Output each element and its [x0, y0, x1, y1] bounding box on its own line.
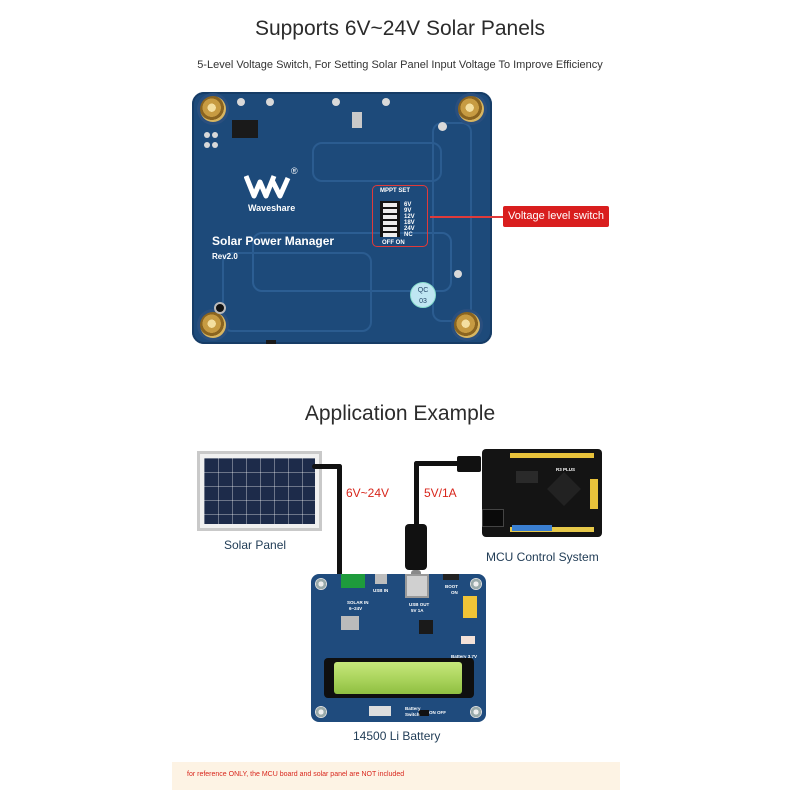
board2-usb-in: USB IN — [373, 588, 389, 593]
board2-battery-v: Battery 3.7V — [451, 654, 478, 659]
battery-holder-image — [324, 658, 474, 698]
qc-sticker: QC 03 — [410, 282, 436, 308]
mppt-level: 24V — [404, 226, 415, 232]
output-voltage-label: 5V/1A — [424, 486, 457, 500]
registered-mark: ® — [291, 166, 298, 176]
solar-power-manager-board-image: ® Waveshare Solar Power Manager Rev2.0 M… — [192, 92, 492, 344]
disclaimer-text: for reference ONLY, the MCU board and so… — [187, 771, 405, 778]
mount-screw-icon — [200, 96, 226, 122]
brand-label: Waveshare — [248, 203, 296, 213]
power-manager-board-image: SOLAR IN 6~24V USB IN USB OUT 5V 1A BOOT… — [311, 574, 486, 722]
mount-screw-icon — [454, 312, 480, 338]
mcu-board-image: R3 PLUS — [482, 449, 602, 537]
revision-label: Rev2.0 — [212, 252, 238, 261]
dip-switch — [380, 201, 400, 237]
section-title-application: Application Example — [304, 402, 496, 425]
board2-solar-in: SOLAR IN — [347, 600, 369, 605]
mppt-footer: OFF ON — [382, 240, 405, 246]
board2-switch: Switch — [405, 712, 420, 717]
mppt-level: 18V — [404, 220, 415, 226]
mcu-board-label: R3 PLUS — [556, 467, 576, 472]
qc-number: 03 — [419, 298, 427, 305]
battery-caption: 14500 Li Battery — [353, 729, 441, 743]
mppt-title: MPPT SET — [380, 188, 411, 194]
mcu-caption: MCU Control System — [486, 550, 599, 564]
qc-label: QC — [417, 287, 429, 294]
solar-panel-caption: Solar Panel — [224, 538, 287, 552]
board2-on: ON — [451, 590, 458, 595]
waveshare-logo-icon — [244, 175, 291, 199]
board2-solar-range: 6~24V — [349, 606, 363, 611]
mount-screw-icon — [458, 96, 484, 122]
mppt-highlight-box — [372, 185, 428, 247]
product-label: Solar Power Manager — [212, 234, 335, 248]
board2-usb-out-rating: 5V 1A — [411, 608, 424, 613]
section-subtitle-solar: 5-Level Voltage Switch, For Setting Sola… — [197, 59, 603, 71]
disclaimer-note: for reference ONLY, the MCU board and so… — [172, 762, 620, 790]
mppt-level: 9V — [404, 208, 412, 214]
mppt-level: 6V — [404, 202, 412, 208]
solar-panel-image — [197, 451, 322, 531]
board2-on-off: ON OFF — [429, 710, 446, 715]
board2-battery: Battery — [405, 706, 421, 711]
callout-connector — [430, 216, 503, 218]
mppt-level: NC — [404, 232, 413, 238]
mount-screw-icon — [200, 312, 226, 338]
board2-usb-out: USB OUT — [409, 602, 430, 607]
battery-cell — [334, 662, 462, 694]
mppt-level: 12V — [404, 214, 415, 220]
section-title-solar: Supports 6V~24V Solar Panels — [254, 17, 546, 40]
voltage-switch-callout: Voltage level switch — [503, 206, 609, 227]
input-voltage-label: 6V~24V — [346, 486, 390, 500]
board2-boot: BOOT — [445, 584, 458, 589]
